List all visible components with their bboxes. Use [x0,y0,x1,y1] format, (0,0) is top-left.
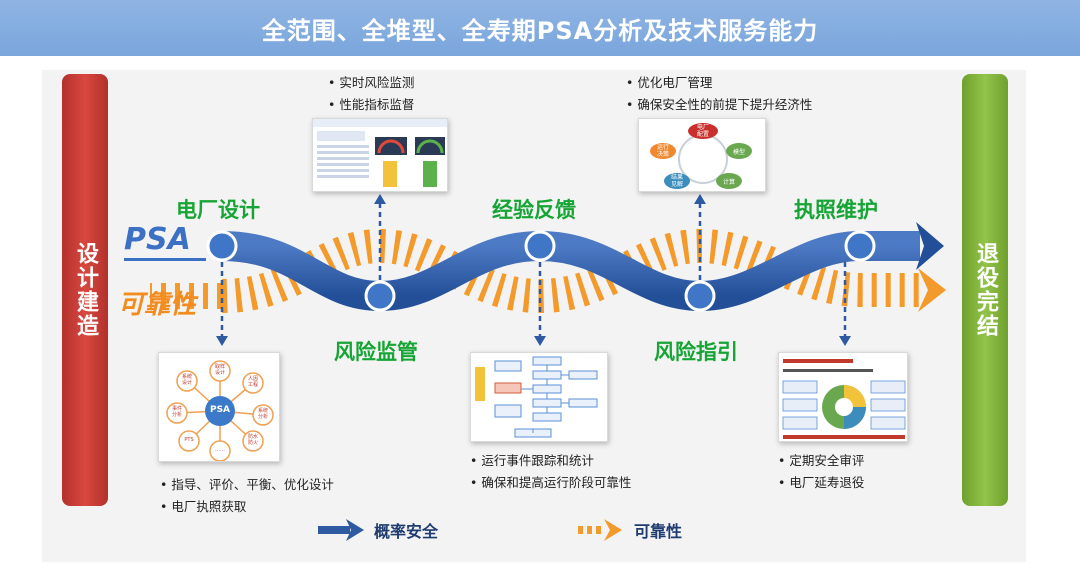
reliability-label: 可靠性 [118,290,197,320]
bullets-guidance: 优化电厂管理 确保安全性的前提下提升经济性 [626,72,812,116]
flowchart-mock-icon [475,356,598,438]
bullets-license: 定期安全审评 电厂延寿退役 [778,450,864,494]
phase-start-bar: 设计建造 [62,74,108,506]
mindmap-node: …… [215,447,225,453]
page-title: 全范围、全堆型、全寿期PSA分析及技术服务能力 [261,16,819,45]
review-mock-icon [782,359,906,439]
thumb-psa-mindmap: PSA 取样 设计 人因 工程 系统 分析 防水 防火 …… PTS 事件 分析… [158,352,280,462]
reliability-wave [221,228,920,314]
mindmap-node: 取样 设计 [214,364,225,376]
cycle-node-decision: 运行 决策 [656,144,669,158]
mindmap-node: 事件 分析 [171,406,182,418]
stage-guidance: 风险指引 [654,340,738,364]
mindmap-center: PSA [209,405,231,415]
thumb-guidance-cycle: 电厂 配置 模型 计算 结果 见解 运行 决策 [638,118,766,192]
cycle-node-config: 电厂 配置 [696,124,709,138]
psa-label: PSA [124,222,191,257]
bullets-design: 指导、评价、平衡、优化设计 电厂执照获取 [160,474,334,518]
stage-feedback: 经验反馈 [492,198,576,222]
node-license [844,230,876,262]
thumb-license-review [778,352,908,442]
bullet-item: 确保安全性的前提下提升经济性 [626,94,812,116]
stage-design: 电厂设计 [176,198,260,222]
bullet-item: 实时风险监测 [328,72,414,94]
legend-probability-safety: 概率安全 [318,518,438,542]
cycle-diagram-icon [650,123,752,189]
psa-underline [124,258,206,261]
cycle-node-model: 模型 [732,149,745,156]
monitoring-mock-icon [313,119,447,187]
legend-label-reliability: 可靠性 [634,522,683,541]
bullet-item: 确保和提高运行阶段可靠性 [470,472,631,494]
phase-end-label: 退役完结 [973,242,998,338]
mindmap-node: 防水 防火 [247,434,258,446]
orange-dashed-arrow-icon [578,519,622,541]
mindmap-lines-icon [166,360,274,461]
legend-label-psa: 概率安全 [374,522,439,541]
stage-supervision: 风险监管 [334,340,418,364]
bullet-item: 优化电厂管理 [626,72,812,94]
mindmap-node: PTS [184,437,194,443]
cycle-node-result: 结果 见解 [670,174,683,188]
bullet-item: 运行事件跟踪和统计 [470,450,631,472]
thumb-feedback-flowchart [470,352,608,442]
title-banner: 全范围、全堆型、全寿期PSA分析及技术服务能力 [0,0,1080,58]
phase-end-bar: 退役完结 [962,74,1008,506]
thumb-monitoring-screenshot [312,118,448,192]
bullet-item: 定期安全审评 [778,450,864,472]
mindmap-node: 系统 分析 [257,408,268,420]
bullet-item: 性能指标监督 [328,94,414,116]
stage-license: 执照维护 [794,198,878,222]
psa-arrowhead [916,222,944,270]
connector-heads [216,194,851,346]
bullet-item: 电厂执照获取 [160,496,334,518]
mindmap-node: 系统 设计 [181,374,192,386]
reliability-arrowhead [918,268,946,312]
connector-arrows [220,202,847,338]
blue-arrow-icon [318,519,364,541]
cycle-node-calc: 计算 [722,179,735,186]
bullet-item: 电厂延寿退役 [778,472,864,494]
node-feedback [524,230,556,262]
mindmap-node: 人因 工程 [247,376,258,388]
node-guidance [684,280,716,312]
node-supervision [364,280,396,312]
node-design [206,230,238,262]
phase-start-label: 设计建造 [73,242,98,338]
bullets-feedback: 运行事件跟踪和统计 确保和提高运行阶段可靠性 [470,450,631,494]
bullets-supervision: 实时风险监测 性能指标监督 [328,72,414,116]
bullet-item: 指导、评价、平衡、优化设计 [160,474,334,496]
stage-nodes [206,230,876,312]
legend-reliability: 可靠性 [578,518,682,542]
